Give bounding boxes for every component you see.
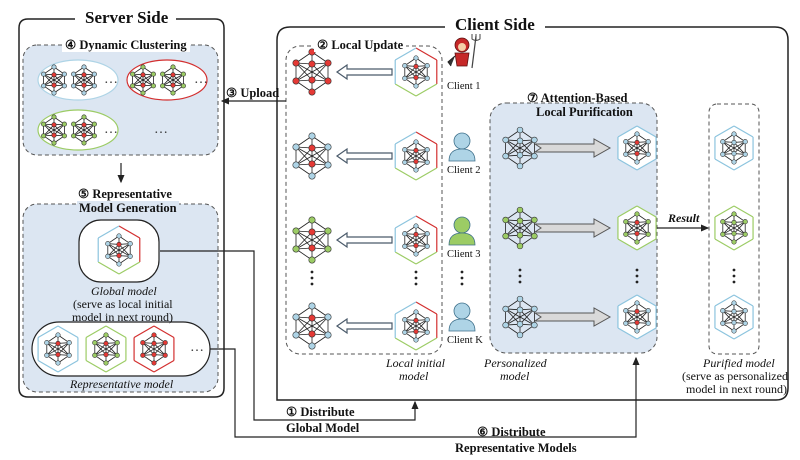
personalized-ellipsis [518, 268, 522, 284]
client-user-icon [448, 216, 476, 246]
representative-model-icon [44, 332, 72, 366]
step-representative-line2: Model Generation [77, 201, 179, 216]
client-side-title: Client Side [455, 15, 535, 34]
personalized-model-line1: Personalized [484, 356, 547, 370]
purified-model-note-line1: (serve as personalized [682, 369, 788, 383]
attention-model-icon [623, 300, 651, 334]
cluster-ellipsis-more: … [154, 122, 169, 137]
purification-arrow [533, 307, 612, 327]
client-label: Client K [447, 335, 483, 346]
final-purified-model-icon [720, 211, 748, 245]
purified-model-note-line2: model in next round) [686, 382, 787, 396]
rep-ellipsis: … [190, 340, 205, 355]
client-side-frame [276, 26, 789, 401]
attention-model-icon [623, 131, 651, 165]
step-local-update: ② Local Update [314, 38, 407, 53]
server-side-title: Server Side [85, 8, 169, 27]
personalized-model-icon [502, 126, 538, 170]
server-side-frame [18, 18, 225, 398]
client-label: Client 1 [447, 81, 481, 92]
cluster-ellipsis-green: … [104, 122, 119, 137]
cluster-ellipsis-red: … [194, 72, 209, 87]
clustered-model-icon [160, 64, 186, 96]
client-ellipsis [460, 270, 464, 286]
client-user-icon [448, 132, 476, 162]
distribute-representative-connector [210, 348, 640, 438]
local-initial-model-line2: model [399, 369, 429, 383]
step-distribute-global-line1: ① Distribute [286, 405, 355, 419]
local-initial-model-line1: Local initial [386, 356, 446, 370]
local-initial-model-icon [402, 139, 430, 173]
attention-ellipsis [635, 268, 639, 284]
clustered-model-icon [71, 114, 97, 146]
local-initial-ellipsis [414, 270, 418, 286]
distribute-global-connector [160, 250, 419, 421]
representative-model-icon [140, 332, 168, 366]
personalized-model-icon [502, 295, 538, 339]
client-label: Client 3 [447, 249, 481, 260]
global-model-note-line2: model in next round) [72, 310, 173, 324]
step-purification-line2: Local Purification [534, 105, 635, 120]
local-updated-model-icon [292, 48, 332, 96]
purification-arrow [533, 138, 612, 158]
step-distribute-rep-line1: ⑥ Distribute [477, 425, 546, 439]
representative-model-label: Representative model [70, 377, 174, 391]
local-updated-model-icon [292, 132, 332, 180]
malicious-client-icon [447, 34, 481, 69]
local-update-arrow [335, 231, 393, 249]
local-update-ellipsis [310, 270, 314, 286]
step-purification-line1: ⑦ Attention-Based [527, 91, 628, 105]
local-updated-model-icon [292, 302, 332, 350]
purified-model-label: Purified model [703, 356, 775, 370]
local-update-arrow [335, 63, 393, 81]
cluster-ellipsis-blue: … [104, 72, 119, 87]
local-initial-model-icon [402, 55, 430, 89]
personalized-model-line2: model [500, 369, 530, 383]
global-model-note-line1: (serve as local initial [73, 297, 173, 311]
purification-arrow [533, 218, 612, 238]
step-representative-line1: ⑤ Representative [78, 187, 172, 201]
clustered-model-icon [130, 64, 156, 96]
final-purified-model-icon [720, 131, 748, 165]
step-distribute-global-line2: Global Model [286, 421, 360, 435]
local-initial-model-icon [402, 223, 430, 257]
client-label: Client 2 [447, 165, 481, 176]
clustered-model-icon [41, 64, 67, 96]
global-model-label: Global model [91, 284, 157, 298]
client-user-icon [448, 302, 476, 332]
local-update-arrow [335, 317, 393, 335]
local-updated-model-icon [292, 216, 332, 264]
step-distribute-rep-line2: Representative Models [455, 441, 577, 455]
step-dynamic-clustering: ④ Dynamic Clustering [62, 38, 190, 53]
local-initial-model-icon [402, 309, 430, 343]
global-model-icon [105, 233, 133, 267]
local-update-arrow [335, 147, 393, 165]
personalized-model-icon [502, 206, 538, 250]
step-upload: ③ Upload [226, 86, 280, 100]
final-purified-model-icon [720, 300, 748, 334]
attention-model-icon [623, 211, 651, 245]
clustered-model-icon [41, 114, 67, 146]
purified-ellipsis [732, 268, 736, 284]
clustered-model-icon [71, 64, 97, 96]
result-label: Result [668, 211, 700, 225]
representative-model-icon [92, 332, 120, 366]
